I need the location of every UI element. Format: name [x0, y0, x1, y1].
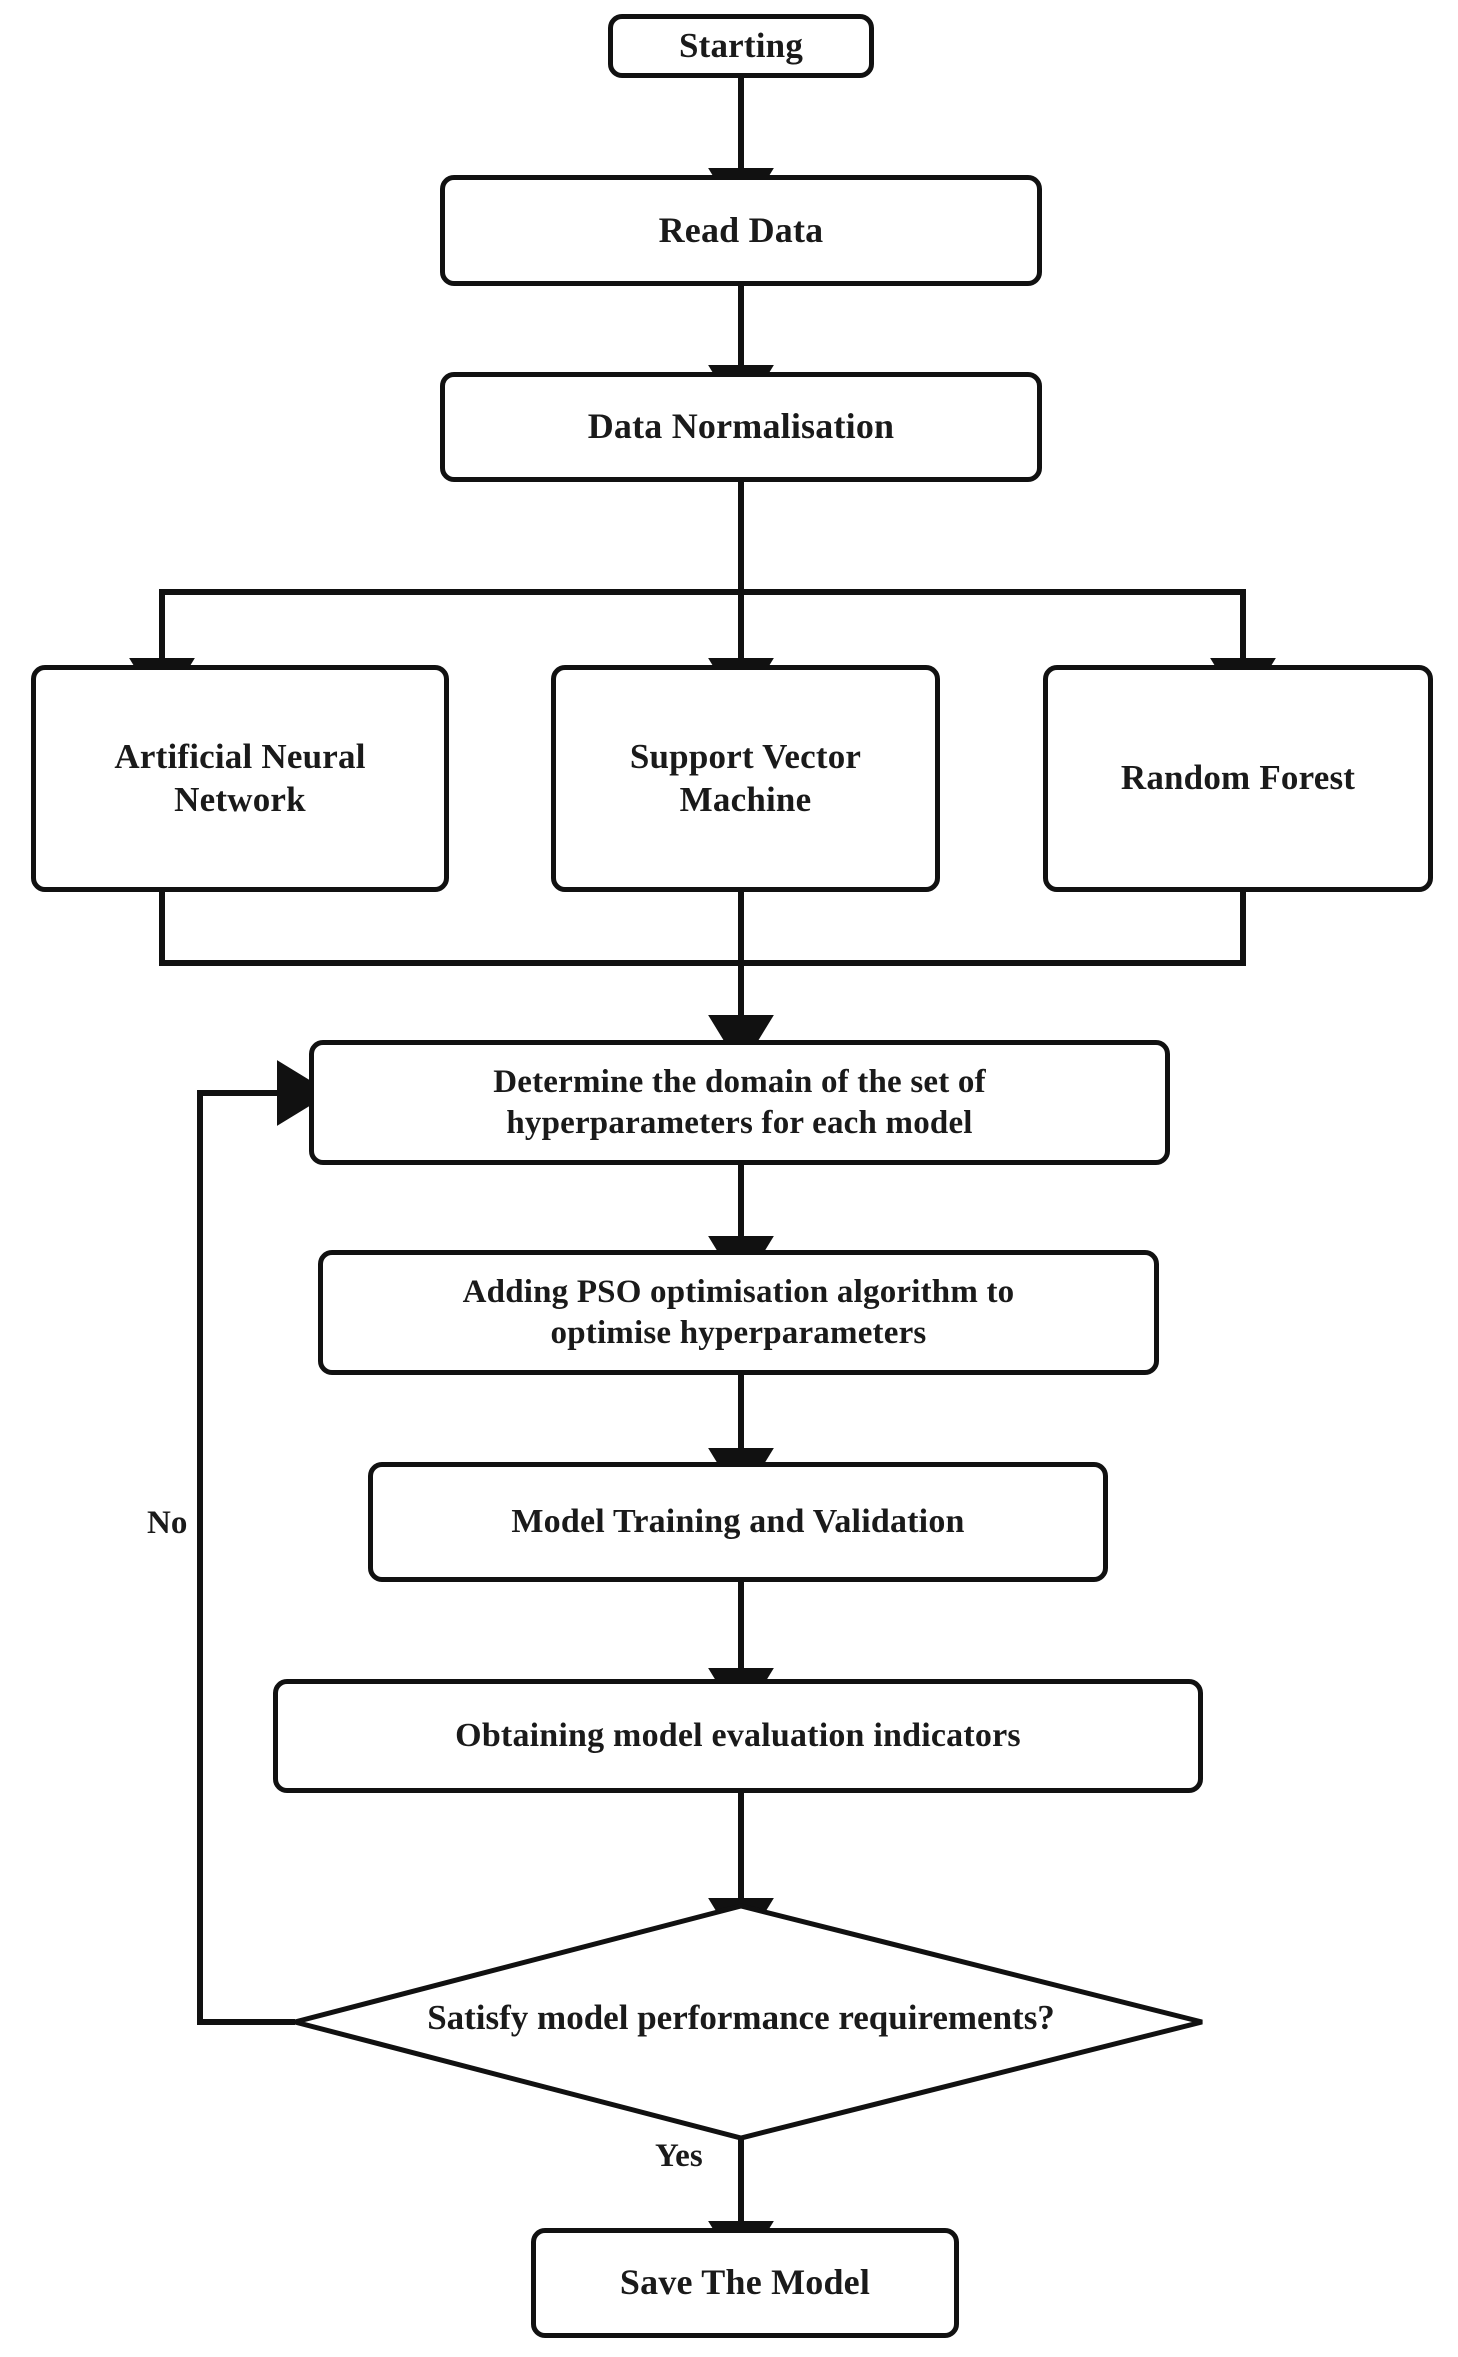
node-pso-optimisation[interactable]: Adding PSO optimisation algorithm to opt… — [318, 1250, 1159, 1375]
node-read-data-label: Read Data — [658, 209, 824, 250]
node-data-normalisation[interactable]: Data Normalisation — [440, 372, 1042, 482]
node-data-normalisation-label: Data Normalisation — [587, 406, 895, 447]
edge-label-no: No — [147, 1505, 188, 1541]
node-start-label: Starting — [678, 25, 804, 65]
edge-label-yes: Yes — [655, 2138, 703, 2174]
node-artificial-neural-network-label: Artificial Neural Network — [114, 736, 366, 819]
node-support-vector-machine-label: Support Vector Machine — [629, 736, 862, 819]
node-model-training-validation-label: Model Training and Validation — [511, 1503, 965, 1541]
node-determine-domain-label: Determine the domain of the set of hyper… — [493, 1064, 986, 1141]
node-evaluation-indicators-label: Obtaining model evaluation indicators — [455, 1717, 1021, 1755]
node-start[interactable]: Starting — [608, 14, 874, 78]
node-random-forest-label: Random Forest — [1120, 758, 1356, 798]
node-random-forest[interactable]: Random Forest — [1043, 665, 1433, 892]
node-read-data[interactable]: Read Data — [440, 175, 1042, 286]
node-save-the-model[interactable]: Save The Model — [531, 2228, 959, 2338]
node-decision-label: Satisfy model performance requirements? — [427, 1998, 1055, 2037]
edge-no-loopback — [197, 1060, 331, 2025]
node-save-the-model-label: Save The Model — [619, 2262, 871, 2303]
node-support-vector-machine[interactable]: Support Vector Machine — [551, 665, 940, 892]
node-evaluation-indicators[interactable]: Obtaining model evaluation indicators — [273, 1679, 1203, 1793]
node-determine-domain[interactable]: Determine the domain of the set of hyper… — [309, 1040, 1170, 1165]
node-artificial-neural-network[interactable]: Artificial Neural Network — [31, 665, 449, 892]
node-pso-optimisation-label: Adding PSO optimisation algorithm to opt… — [462, 1274, 1015, 1351]
node-model-training-validation[interactable]: Model Training and Validation — [368, 1462, 1108, 1582]
